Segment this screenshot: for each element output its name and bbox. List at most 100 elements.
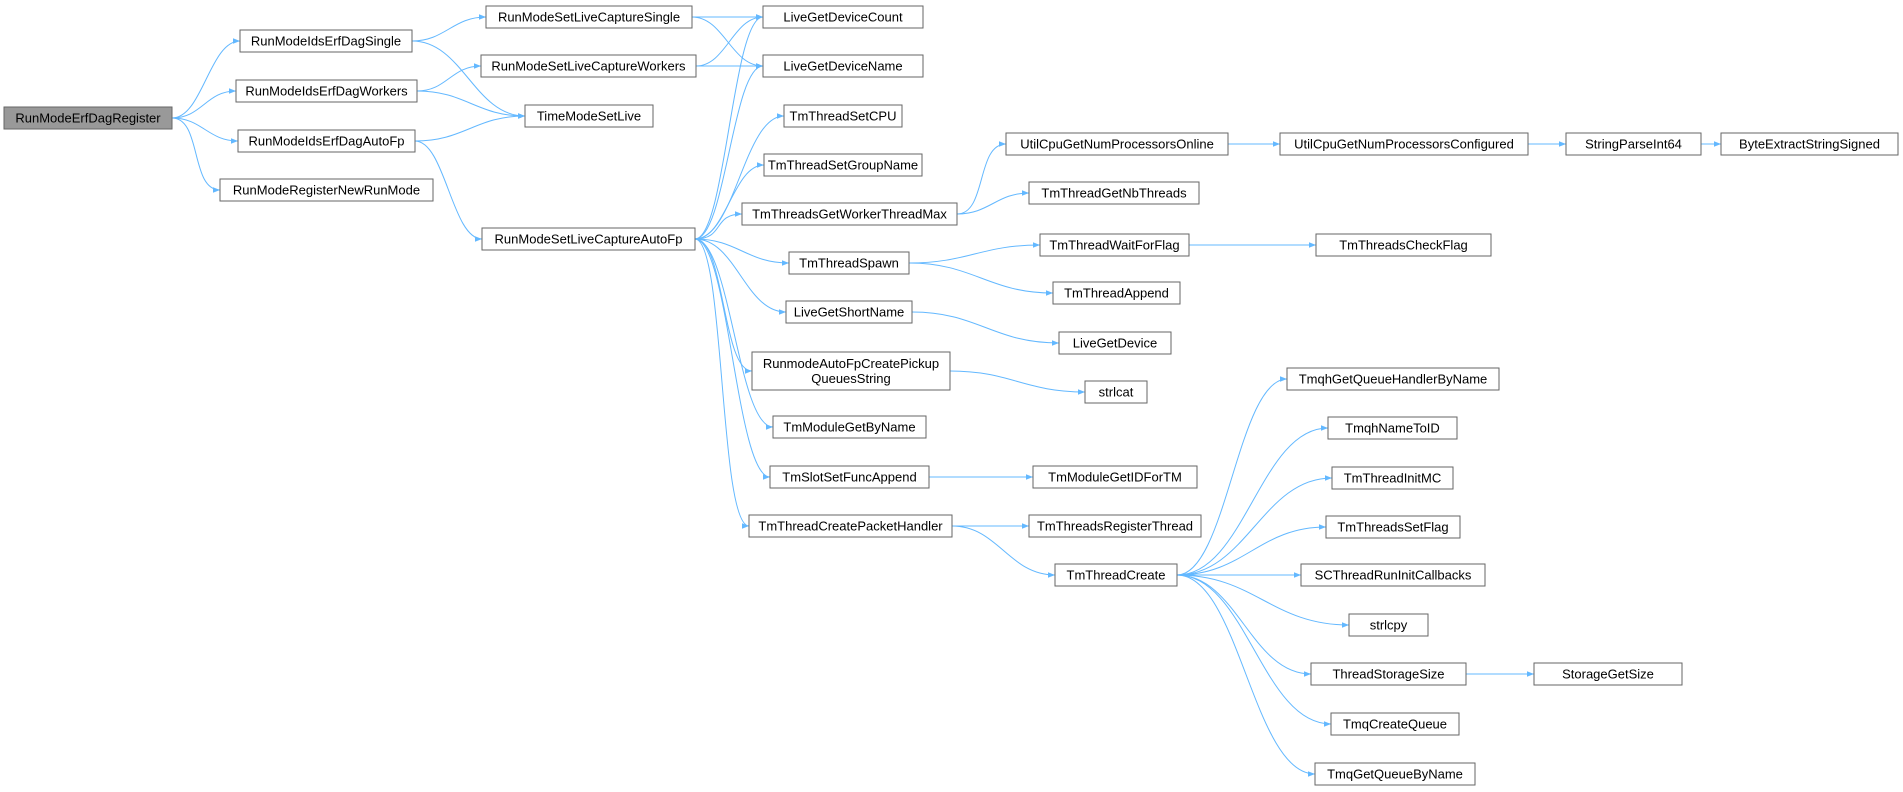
edge-n_tcreate-to-n_strlcpy	[1176, 574, 1350, 628]
node-runmodesetlivecapturesingle[interactable]: RunModeSetLiveCaptureSingle	[485, 5, 693, 29]
node-livegetdevice[interactable]: LiveGetDevice	[1058, 331, 1172, 355]
node-label: RunModeRegisterNewRunMode	[233, 183, 420, 198]
node-runmodeerfdagregister[interactable]: RunModeErfDagRegister	[3, 106, 173, 130]
node-stringparseint64[interactable]: StringParseInt64	[1565, 132, 1702, 156]
node-tmthreadscheckflag[interactable]: TmThreadsCheckFlag	[1315, 233, 1492, 257]
node-runmodeidserfdagsingle[interactable]: RunModeIdsErfDagSingle	[239, 29, 413, 53]
node-box	[1028, 181, 1200, 205]
node-tmqhnametoid[interactable]: TmqhNameToID	[1327, 416, 1458, 440]
node-box	[772, 415, 927, 439]
node-tmqcreatequeue[interactable]: TmqCreateQueue	[1330, 712, 1460, 736]
edge-n_lcafp-to-n_tcph	[694, 238, 750, 529]
node-runmodesetlivecaptureworkers[interactable]: RunModeSetLiveCaptureWorkers	[480, 54, 697, 78]
edge-n_lcafp-to-n_rafp	[694, 238, 753, 374]
node-box	[1300, 563, 1486, 587]
node-label: TmSlotSetFuncAppend	[782, 470, 916, 485]
node-threadstoragesize[interactable]: ThreadStorageSize	[1310, 662, 1467, 686]
edge-n_tcreate-to-n_tqcq	[1176, 574, 1332, 727]
node-byteextractstringsigned[interactable]: ByteExtractStringSigned	[1720, 132, 1899, 156]
node-tmthreadgetnbthreads[interactable]: TmThreadGetNbThreads	[1028, 181, 1200, 205]
node-tmthreadsetcpu[interactable]: TmThreadSetCPU	[783, 104, 903, 128]
edge-n_tcreate-to-n_tqgq	[1176, 574, 1316, 777]
edge-n_tcreate-to-n_tqhid	[1176, 425, 1329, 576]
node-box	[1054, 563, 1178, 587]
node-utilcpugetnumprocessorsconfigured[interactable]: UtilCpuGetNumProcessorsConfigured	[1279, 132, 1529, 156]
node-label: TmThreadCreatePacketHandler	[758, 519, 943, 534]
node-tmmodulegetbyname[interactable]: TmModuleGetByName	[772, 415, 927, 439]
edge-n_tgwtm-to-n_tgnb	[956, 190, 1030, 215]
edge-n_lcafp-to-n_tsgn	[694, 162, 765, 240]
node-runmoderegisternewrunmode[interactable]: RunModeRegisterNewRunMode	[219, 178, 434, 202]
edge-n_autofp-to-n_tmsl	[414, 113, 526, 142]
edge-n_root-to-n_regnew	[171, 117, 221, 193]
node-tmthreadwaitforflag[interactable]: TmThreadWaitForFlag	[1039, 233, 1190, 257]
node-box	[762, 54, 924, 78]
node-tmmodulegetidfortm[interactable]: TmModuleGetIDForTM	[1032, 465, 1198, 489]
node-tmthreadinitmc[interactable]: TmThreadInitMC	[1331, 466, 1454, 490]
node-box	[763, 153, 923, 177]
node-label: RunModeSetLiveCaptureAutoFp	[495, 232, 683, 247]
node-box	[235, 79, 418, 103]
node-box	[1565, 132, 1702, 156]
node-strlcat[interactable]: strlcat	[1084, 380, 1148, 404]
node-label: TimeModeSetLive	[537, 109, 641, 124]
edge-n_lcafp-to-n_tsp	[694, 238, 790, 266]
edge-n_lcafp-to-n_tmgbn	[694, 238, 774, 430]
node-box	[769, 465, 930, 489]
node-box	[485, 5, 693, 29]
node-label: RunModeIdsErfDagSingle	[251, 34, 401, 49]
node-tmthreadappend[interactable]: TmThreadAppend	[1052, 281, 1181, 305]
node-box	[1058, 331, 1172, 355]
edge-n_lcs-to-n_ldn	[691, 16, 764, 69]
node-label: TmThreadInitMC	[1344, 471, 1442, 486]
node-tmthreadspawn[interactable]: TmThreadSpawn	[788, 251, 910, 275]
node-box	[751, 351, 951, 391]
node-box	[3, 106, 173, 130]
node-timemodesetlive[interactable]: TimeModeSetLive	[524, 104, 654, 128]
node-tmqgetqueuebyname[interactable]: TmqGetQueueByName	[1314, 762, 1476, 786]
node-box	[524, 104, 654, 128]
edge-n_single-to-n_lcs	[411, 14, 487, 42]
node-label: LiveGetDevice	[1073, 336, 1158, 351]
node-label: TmThreadSetGroupName	[768, 158, 918, 173]
node-strlcpy[interactable]: strlcpy	[1348, 613, 1429, 637]
node-utilcpugetnumprocessorsonline[interactable]: UtilCpuGetNumProcessorsOnline	[1005, 132, 1229, 156]
node-tmthreadssetflag[interactable]: TmThreadsSetFlag	[1325, 515, 1461, 539]
node-label: RunmodeAutoFpCreatePickup	[763, 356, 939, 371]
node-tmslotsetfuncappend[interactable]: TmSlotSetFuncAppend	[769, 465, 930, 489]
node-box	[762, 5, 924, 29]
node-label: ByteExtractStringSigned	[1739, 137, 1880, 152]
node-tmthreadsregisterthread[interactable]: TmThreadsRegisterThread	[1028, 514, 1202, 538]
node-label: TmqCreateQueue	[1343, 717, 1447, 732]
node-box	[1325, 515, 1461, 539]
node-label: TmqGetQueueByName	[1327, 767, 1463, 782]
node-label: UtilCpuGetNumProcessorsOnline	[1020, 137, 1214, 152]
node-label: TmThreadSetCPU	[790, 109, 897, 124]
node-label: TmThreadWaitForFlag	[1049, 238, 1179, 253]
node-runmodeidserfdagautofp[interactable]: RunModeIdsErfDagAutoFp	[237, 129, 416, 153]
node-runmodesetlivecaptureautofp[interactable]: RunModeSetLiveCaptureAutoFp	[481, 227, 696, 251]
node-storagegetsize[interactable]: StorageGetSize	[1533, 662, 1683, 686]
node-scthreadruninitcallbacks[interactable]: SCThreadRunInitCallbacks	[1300, 563, 1486, 587]
node-label: RunModeIdsErfDagAutoFp	[248, 134, 404, 149]
node-runmodeidserfdagworkers[interactable]: RunModeIdsErfDagWorkers	[235, 79, 418, 103]
node-layer: RunModeErfDagRegister RunModeIdsErfDagSin…	[3, 5, 1899, 786]
node-label: QueuesString	[811, 371, 891, 386]
node-livegetshortname[interactable]: LiveGetShortName	[785, 300, 913, 324]
node-tmthreadsetgroupname[interactable]: TmThreadSetGroupName	[763, 153, 923, 177]
node-tmqhgetqueuehandlerbyname[interactable]: TmqhGetQueueHandlerByName	[1286, 367, 1500, 391]
node-livegetdevicecount[interactable]: LiveGetDeviceCount	[762, 5, 924, 29]
edge-n_tsp-to-n_twff	[908, 242, 1041, 264]
node-box	[480, 54, 697, 78]
node-livegetdevicename[interactable]: LiveGetDeviceName	[762, 54, 924, 78]
node-label: TmThreadsGetWorkerThreadMax	[752, 207, 947, 222]
node-tmthreadcreate[interactable]: TmThreadCreate	[1054, 563, 1178, 587]
node-box	[1314, 762, 1476, 786]
node-box	[1052, 281, 1181, 305]
node-label: TmThreadsSetFlag	[1337, 520, 1448, 535]
node-box	[783, 104, 903, 128]
node-tmthreadcreatepackethandler[interactable]: TmThreadCreatePacketHandler	[748, 514, 953, 538]
node-tmthreadsgetworkerthreadmax[interactable]: TmThreadsGetWorkerThreadMax	[741, 202, 958, 226]
